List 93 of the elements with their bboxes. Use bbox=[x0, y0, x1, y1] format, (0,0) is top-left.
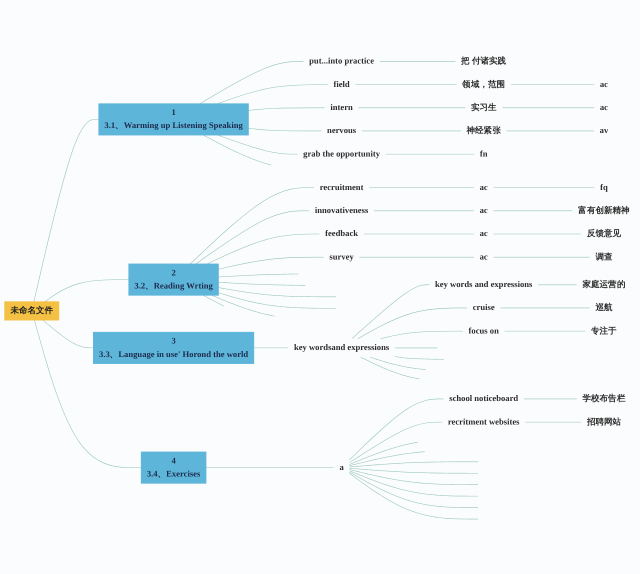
connector bbox=[506, 130, 594, 132]
connector bbox=[248, 128, 322, 132]
connector bbox=[380, 330, 464, 339]
node-text: key wordsand expressions bbox=[294, 343, 390, 352]
connector bbox=[203, 295, 224, 306]
connector bbox=[44, 279, 129, 302]
node-box: 3 3.3、Language in use' Horond the world bbox=[93, 332, 254, 364]
connector bbox=[362, 130, 462, 132]
connector bbox=[190, 187, 314, 264]
connector bbox=[524, 398, 578, 400]
connector bbox=[217, 134, 298, 154]
node-text: 把 付诸实践 bbox=[461, 56, 506, 66]
node-text: intern bbox=[330, 103, 353, 112]
connector bbox=[206, 467, 334, 468]
node-text: 反馈意见 bbox=[586, 229, 622, 238]
connector bbox=[217, 84, 328, 104]
connector bbox=[349, 422, 442, 463]
connector bbox=[349, 468, 478, 474]
node-text: field bbox=[333, 80, 350, 90]
connector bbox=[34, 119, 99, 302]
node-text: 神经紧张 bbox=[466, 126, 501, 136]
connector bbox=[212, 295, 276, 316]
node-text: survey bbox=[329, 252, 354, 262]
node-text: focus on bbox=[468, 326, 499, 336]
connector bbox=[34, 320, 142, 468]
node-text: 富有创新精神 bbox=[578, 206, 630, 216]
connector bbox=[394, 356, 444, 360]
node-text: 调查 bbox=[595, 252, 613, 262]
node-text: nervous bbox=[327, 126, 356, 136]
connector bbox=[218, 274, 299, 278]
connector bbox=[358, 308, 468, 339]
node-text: grab the opportunity bbox=[303, 149, 380, 159]
node-text: 专注于 bbox=[591, 326, 617, 336]
node-text: recruitment bbox=[320, 182, 364, 192]
connector bbox=[493, 256, 590, 258]
node-text: feedback bbox=[325, 229, 358, 238]
node-text: fq bbox=[600, 182, 608, 192]
connector bbox=[349, 398, 444, 460]
connector bbox=[359, 256, 474, 258]
connector bbox=[349, 470, 478, 496]
connector bbox=[203, 134, 272, 166]
node-text: ac bbox=[480, 229, 488, 238]
connector bbox=[349, 451, 426, 466]
connector bbox=[510, 84, 594, 85]
node-text: av bbox=[600, 126, 608, 136]
connector bbox=[349, 442, 418, 465]
node-text: ac bbox=[480, 206, 488, 216]
connector bbox=[248, 108, 325, 111]
node-text: ac bbox=[600, 80, 608, 90]
node-text: a bbox=[339, 462, 344, 472]
connector bbox=[218, 282, 306, 286]
connector bbox=[360, 356, 420, 380]
node-text: cruise bbox=[472, 303, 495, 312]
connector bbox=[218, 287, 336, 298]
node-box: 未命名文件 bbox=[4, 301, 60, 320]
node-text: put...into practice bbox=[309, 56, 374, 66]
node-text: fn bbox=[480, 149, 488, 159]
connector bbox=[349, 462, 478, 468]
connector bbox=[42, 320, 94, 348]
connector bbox=[349, 469, 478, 485]
connector bbox=[206, 234, 320, 264]
connector bbox=[504, 330, 586, 332]
connector bbox=[370, 356, 426, 370]
node-text: 招聘网站 bbox=[586, 417, 622, 427]
connector bbox=[218, 256, 324, 270]
connector bbox=[368, 187, 474, 188]
connector bbox=[355, 84, 457, 85]
node-text: innovativeness bbox=[314, 206, 368, 216]
connector bbox=[538, 284, 578, 286]
node-text: school noticeboard bbox=[449, 394, 518, 404]
connector bbox=[374, 210, 474, 212]
node-box: 2 3.2、Reading Wrting bbox=[128, 264, 219, 296]
node-text: 领域，范围 bbox=[462, 80, 506, 90]
connector bbox=[349, 472, 478, 508]
node-text: ac bbox=[480, 252, 488, 262]
node-text: 学校布告栏 bbox=[582, 394, 626, 404]
connector bbox=[352, 284, 430, 339]
connector bbox=[379, 61, 456, 62]
node-text: ac bbox=[480, 182, 488, 192]
node-text: 巡航 bbox=[595, 303, 613, 312]
node-text: key words and expressions bbox=[435, 280, 532, 290]
node-box: 1 3.1、Warming up Listening Speaking bbox=[98, 103, 249, 136]
node-text: 家庭运营的 bbox=[582, 280, 626, 290]
node-box: 4 3.4、Exercises bbox=[140, 452, 206, 484]
connector bbox=[493, 210, 573, 212]
connector bbox=[218, 292, 336, 309]
node-text: ac bbox=[600, 103, 608, 112]
connector bbox=[200, 61, 304, 104]
connector bbox=[493, 187, 595, 188]
node-text: recritment websites bbox=[448, 417, 520, 427]
connector bbox=[196, 210, 310, 264]
connector bbox=[349, 473, 478, 520]
node-text: 实习生 bbox=[470, 103, 497, 112]
